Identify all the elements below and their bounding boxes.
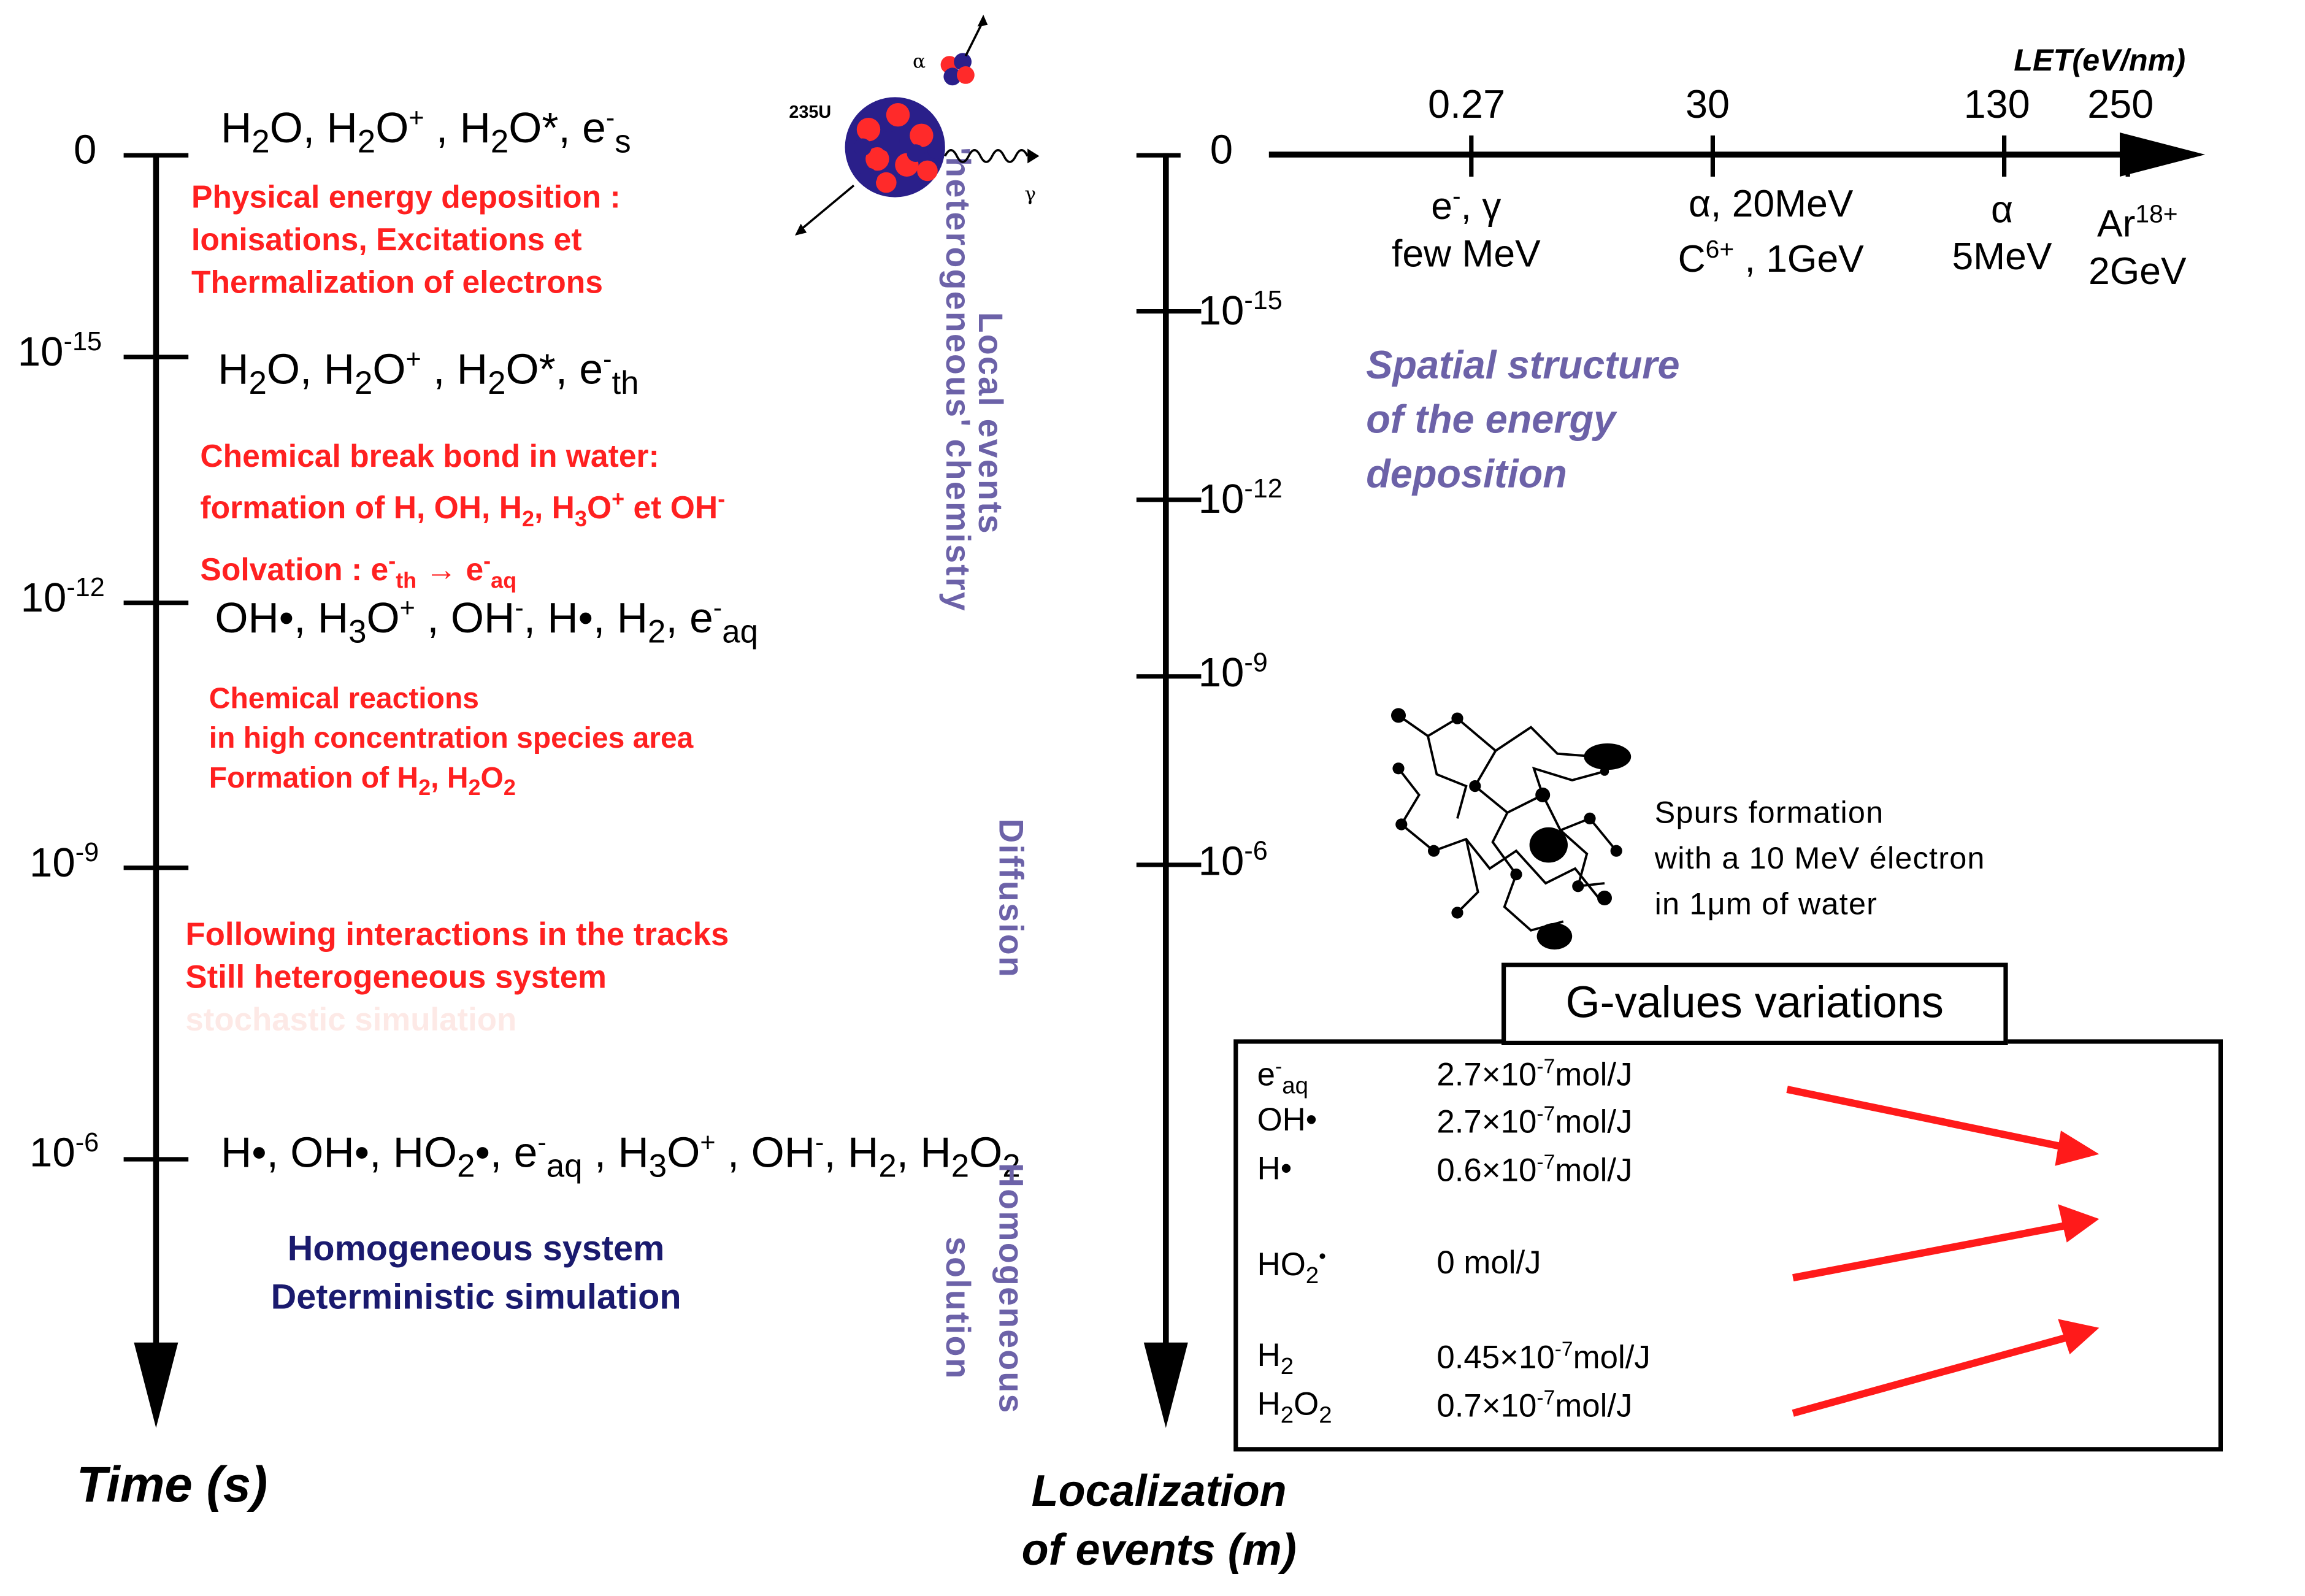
let-tick-0.27 <box>1469 135 1474 177</box>
gvalues-value-h2o2: 0.7×10-7mol/J <box>1436 1385 1633 1424</box>
species-row-1e-12: OH•, H3O+ , OH-, H•, H2, e-aq <box>215 593 758 650</box>
let-tick-label-130: 130 <box>1963 82 2030 127</box>
localization-axis-arrowhead <box>1143 1342 1188 1428</box>
loc-tick-1e-6 <box>1136 862 1202 867</box>
time-tick-label-0: 0 <box>74 126 97 172</box>
let-axis-line <box>1268 152 2123 158</box>
gvalues-title-box: G-values variations <box>1502 962 2008 1046</box>
loc-tick-1e-12 <box>1136 497 1202 502</box>
gvalues-species-h2: H2 <box>1257 1337 1294 1380</box>
let-tick-130 <box>2002 135 2007 177</box>
stage-chemical-reactions: Chemical reactions in high concentration… <box>209 683 694 801</box>
loc-tick-label-1e-9: 10-9 <box>1198 648 1268 696</box>
spatial-structure-text: Spatial structure of the energy depositi… <box>1366 343 1680 496</box>
time-tick-label-1e-12: 10-12 <box>20 572 105 621</box>
gvalues-species-oh: OH• <box>1257 1101 1317 1138</box>
gvalues-value-oh: 2.7×10-7mol/J <box>1436 1101 1633 1140</box>
stage-homogeneous: Homogeneous system Deterministic simulat… <box>270 1229 681 1318</box>
time-tick-1e-6 <box>123 1157 189 1162</box>
spurs-track-illustration <box>1391 708 1632 950</box>
vertical-label-homogeneous: Homogeneous <box>992 1163 1031 1414</box>
vertical-label-solution: solution <box>939 1237 978 1380</box>
species-row-0: H2O, H2O+ , H2O*, e-s <box>221 103 631 160</box>
let-particle-alpha-5mev: α 5MeV <box>1952 186 2052 278</box>
localization-axis-line <box>1163 153 1169 1360</box>
gvalues-species-eaq: e-aq <box>1257 1054 1308 1100</box>
alpha-particle-icon <box>940 15 988 86</box>
let-axis-arrowhead <box>2120 132 2206 177</box>
let-axis-title: LET(eV/nm) <box>2014 44 2186 79</box>
time-tick-0 <box>123 153 189 158</box>
let-tick-label-250: 250 <box>2087 82 2154 127</box>
time-axis-arrowhead <box>134 1342 178 1428</box>
time-axis-title: Time (s) <box>76 1457 268 1514</box>
loc-tick-label-1e-12: 10-12 <box>1198 474 1283 522</box>
stage-following: Following interactions in the tracks Sti… <box>185 913 729 1041</box>
gamma-label: γ <box>1024 183 1036 205</box>
gvalues-species-h2o2: H2O2 <box>1257 1385 1332 1429</box>
loc-tick-1e-9 <box>1136 674 1202 679</box>
vertical-label-diffusion: Diffusion <box>992 818 1031 979</box>
gamma-wave-icon <box>944 149 1029 163</box>
let-tick-250 <box>2125 135 2130 177</box>
gvalues-value-eaq: 2.7×10-7mol/J <box>1436 1054 1633 1093</box>
let-tick-label-0.27: 0.27 <box>1428 82 1506 127</box>
species-row-1e-6: H•, OH•, HO2•, e-aq , H3O+ , OH-, H2, H2… <box>221 1127 1021 1184</box>
alpha-label: α <box>913 50 926 72</box>
gvalues-value-h2: 0.45×10-7mol/J <box>1436 1337 1651 1376</box>
species-row-1e-15: H2O, H2O+ , H2O*, e-th <box>218 344 639 401</box>
emission-line-down <box>800 185 855 231</box>
loc-tick-1e-15 <box>1136 309 1202 314</box>
uranium-label: 235U <box>789 102 831 122</box>
let-tick-label-30: 30 <box>1686 82 1730 127</box>
stage-physical: Physical energy deposition : Ionisations… <box>191 179 621 301</box>
gvalues-species-ho2: HO2• <box>1257 1244 1326 1289</box>
stage-following-faded: stochastic simulation <box>185 1001 517 1038</box>
gvalues-species-h: H• <box>1257 1149 1292 1187</box>
trend-arrow-decrease <box>1786 1086 2071 1152</box>
time-tick-label-1e-6: 10-6 <box>29 1127 99 1175</box>
let-particle-argon: Ar18+ 2GeV <box>2088 200 2187 293</box>
loc-tick-0 <box>1136 153 1181 158</box>
loc-tick-label-1e-15: 10-15 <box>1198 285 1283 334</box>
gvalues-value-ho2: 0 mol/J <box>1436 1244 1541 1281</box>
time-tick-1e-12 <box>123 600 189 605</box>
gvalues-trend-arrows <box>1786 1086 2100 1417</box>
localization-axis-title: Localization of events (m) <box>1021 1467 1297 1575</box>
uranium-nucleus-icon <box>845 97 945 198</box>
let-particle-alpha-20mev: α, 20MeV C6+ , 1GeV <box>1678 181 1864 281</box>
gvalues-value-h: 0.6×10-7mol/J <box>1436 1149 1633 1189</box>
stage-chemical-break: Chemical break bond in water: formation … <box>200 439 726 595</box>
time-tick-label-1e-9: 10-9 <box>29 837 99 886</box>
time-tick-1e-15 <box>123 355 189 359</box>
let-particle-electron: e-, γ few MeV <box>1392 182 1541 275</box>
trend-arrow-increase-ho2 <box>1792 1221 2071 1282</box>
loc-tick-label-0: 0 <box>1210 126 1233 172</box>
let-tick-30 <box>1710 135 1715 177</box>
uranium-decay-illustration: 235U α γ <box>789 15 1040 236</box>
loc-tick-label-1e-6: 10-6 <box>1198 836 1268 884</box>
spurs-caption: Spurs formation with a 10 MeV électron i… <box>1654 796 1985 922</box>
time-tick-label-1e-15: 10-15 <box>17 326 102 375</box>
gvalues-title: G-values variations <box>1565 979 1944 1028</box>
trend-arrow-increase-h2 <box>1792 1333 2071 1417</box>
time-tick-1e-9 <box>123 865 189 870</box>
time-axis-line <box>153 153 159 1360</box>
gvalues-table <box>1233 1039 2223 1452</box>
